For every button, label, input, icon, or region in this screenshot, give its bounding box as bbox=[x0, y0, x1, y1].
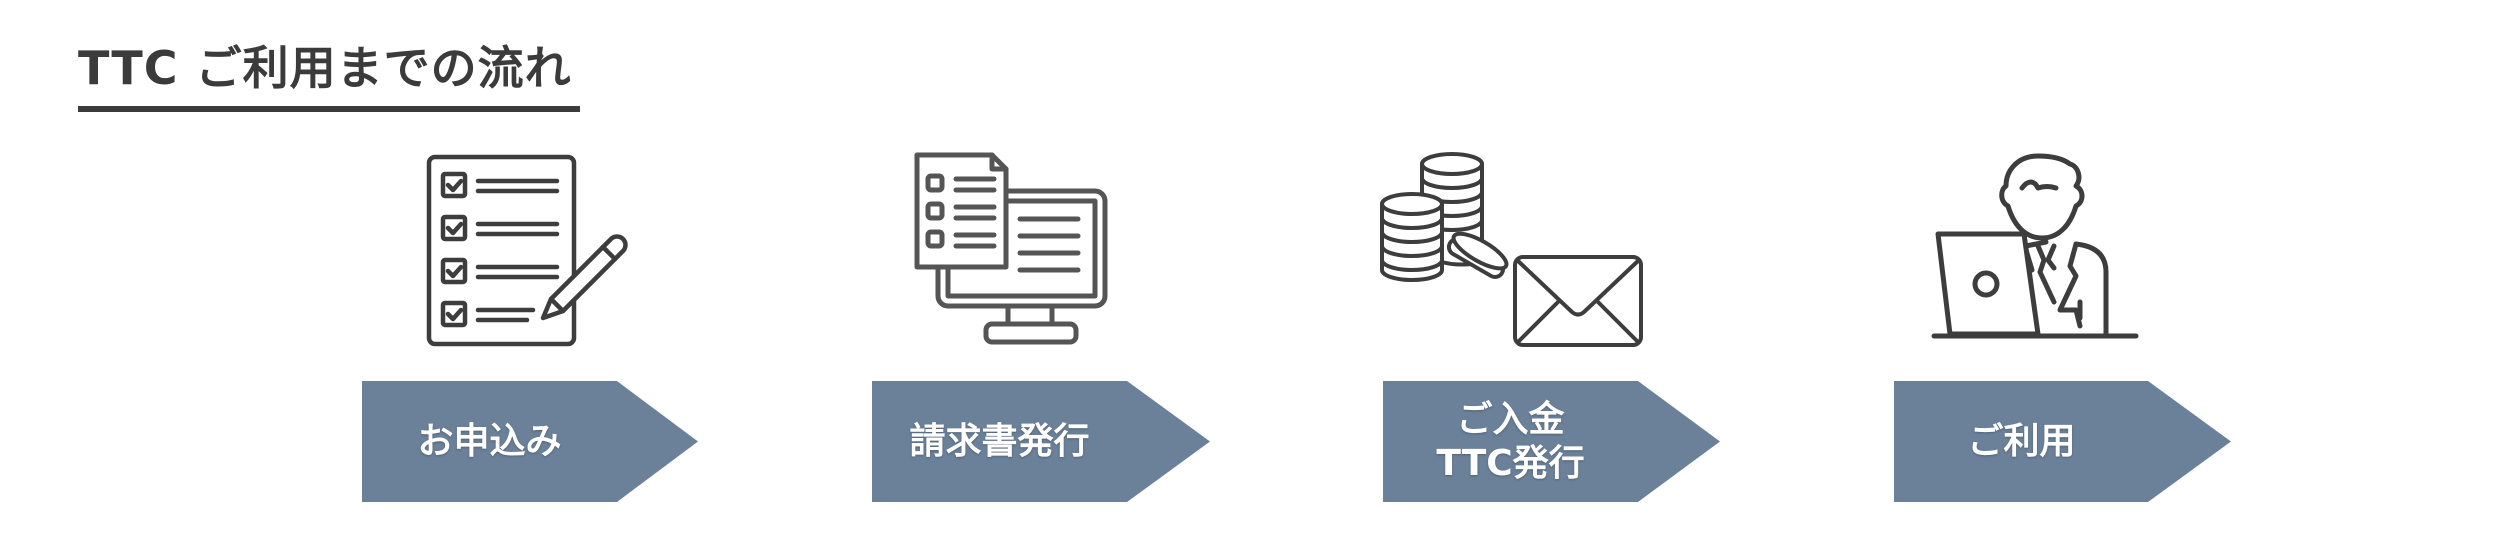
step-apply: お申込み bbox=[362, 381, 698, 502]
invoice-monitor-icon bbox=[914, 152, 1110, 348]
arrow-shape bbox=[1894, 381, 2231, 502]
coins-envelope-icon bbox=[1378, 152, 1644, 348]
arrow-shape bbox=[362, 381, 698, 502]
businessman-laptop-icon bbox=[1930, 150, 2142, 346]
arrow-shape bbox=[1383, 381, 1720, 502]
step-payment: ご入金 TTC発行 bbox=[1383, 381, 1720, 502]
step-label-use: ご利用 bbox=[1967, 420, 2076, 462]
step-invoice: 請求書発行 bbox=[872, 381, 1210, 502]
checklist-pencil-icon bbox=[425, 153, 635, 349]
page-title: TTC ご利用までの流れ bbox=[78, 41, 572, 95]
title-underline bbox=[78, 106, 580, 112]
step-label-payment: ご入金 TTC発行 bbox=[1436, 398, 1585, 484]
arrow-shape bbox=[872, 381, 1210, 502]
step-label-apply: お申込み bbox=[417, 420, 562, 462]
step-label-invoice: 請求書発行 bbox=[909, 420, 1090, 462]
step-use: ご利用 bbox=[1894, 381, 2231, 502]
